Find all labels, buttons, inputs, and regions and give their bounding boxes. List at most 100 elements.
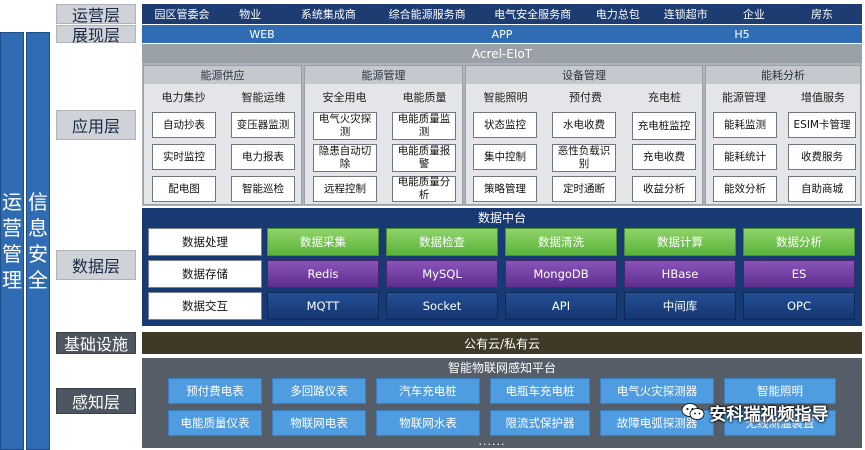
info-security-bar: 信息安全 xyxy=(26,32,50,450)
platform-title: Acrel-EIoT xyxy=(142,44,862,63)
app-col-title: 安全用电 xyxy=(322,91,367,104)
watermark: 安科瑞视频指导 xyxy=(644,400,864,425)
ops-item: 电气安全服务商 xyxy=(494,8,572,21)
sensor-device[interactable]: 多回路仪表 xyxy=(272,378,366,404)
info-security-label: 信息安全 xyxy=(28,190,48,292)
layer-label-zhanxian: 展现层 xyxy=(56,25,136,45)
app-item[interactable]: 恶性负载识别 xyxy=(552,144,616,172)
layer-label-shuju: 数据层 xyxy=(56,250,136,280)
app-item[interactable]: ESIM卡管理 xyxy=(788,112,856,138)
app-item[interactable]: 智能巡检 xyxy=(231,176,295,202)
app-item[interactable]: 自助商城 xyxy=(788,176,856,202)
app-item[interactable]: 状态监控 xyxy=(473,112,537,138)
show-item-web: WEB xyxy=(249,27,275,41)
data-row-label: 数据交互 xyxy=(148,292,262,320)
data-exchange-item[interactable]: Socket xyxy=(386,292,498,320)
sensor-device[interactable]: 智能照明 xyxy=(724,378,836,404)
ops-item: 连锁超市 xyxy=(663,8,708,21)
app-item[interactable]: 自动抄表 xyxy=(152,112,216,138)
app-col-title: 电力集抄 xyxy=(161,91,206,104)
app-group-energy-analysis: 能耗分析 能源管理 增值服务 能耗监测 能耗统计 能效分析 ESIM卡管理 收费… xyxy=(705,65,861,205)
app-item[interactable]: 电能质量分析 xyxy=(392,176,456,202)
show-item-app: APP xyxy=(491,27,513,41)
app-group-energy-management: 能源管理 安全用电 电能质量 电气火灾探测 隐患自动切除 远程控制 电能质量监测… xyxy=(304,65,463,205)
ops-management-label: 运营管理 xyxy=(2,190,22,292)
sensing-platform-title: 智能物联网感知平台 xyxy=(447,360,556,375)
sensor-device[interactable]: 电瓶车充电桩 xyxy=(490,378,590,404)
sensor-device[interactable]: 电能质量仪表 xyxy=(168,410,262,436)
sensor-device[interactable]: 电气火灾探测器 xyxy=(600,378,714,404)
data-storage-item[interactable]: MongoDB xyxy=(505,260,617,288)
sensor-device[interactable]: 预付费电表 xyxy=(168,378,262,404)
sensor-device[interactable]: 汽车充电桩 xyxy=(376,378,480,404)
data-storage-item[interactable]: ES xyxy=(743,260,855,288)
app-item[interactable]: 实时监控 xyxy=(152,144,216,170)
data-process-item[interactable]: 数据计算 xyxy=(624,228,736,256)
app-item[interactable]: 充电收费 xyxy=(632,144,696,170)
app-item[interactable]: 收费服务 xyxy=(788,144,856,170)
app-item[interactable]: 收益分析 xyxy=(632,176,696,202)
ops-item: 综合能源服务商 xyxy=(388,8,466,21)
show-item-h5: H5 xyxy=(734,27,750,41)
app-item[interactable]: 水电收费 xyxy=(552,112,616,138)
app-group-energy-supply: 能源供应 电力集抄 智能运维 自动抄表 实时监控 配电图 变压器监测 电力报表 … xyxy=(143,65,302,205)
app-col-title: 增值服务 xyxy=(801,91,845,104)
app-col-title: 充电桩 xyxy=(648,91,681,104)
app-col-title: 能源管理 xyxy=(722,91,766,104)
sensor-device[interactable]: 无线测温装置 xyxy=(724,410,836,436)
data-row-label: 数据存储 xyxy=(148,260,262,288)
app-item[interactable]: 电力报表 xyxy=(231,144,295,170)
data-exchange-item[interactable]: API xyxy=(505,292,617,320)
sensing-layer: 智能物联网感知平台 预付费电表 多回路仪表 汽车充电桩 电瓶车充电桩 电气火灾探… xyxy=(142,358,862,448)
data-storage-item[interactable]: Redis xyxy=(267,260,379,288)
app-item[interactable]: 隐患自动切除 xyxy=(313,144,377,172)
app-item[interactable]: 策略管理 xyxy=(473,176,537,202)
layer-label-yunying: 运营层 xyxy=(56,4,136,25)
app-item[interactable]: 能耗统计 xyxy=(713,144,777,170)
data-exchange-item[interactable]: MQTT xyxy=(267,292,379,320)
layer-label-yingyong: 应用层 xyxy=(56,110,136,140)
app-item[interactable]: 配电图 xyxy=(152,176,216,202)
watermark-text: 安科瑞视频指导 xyxy=(709,404,829,425)
ops-management-bar: 运营管理 xyxy=(0,32,24,450)
app-item[interactable]: 变压器监测 xyxy=(231,112,295,138)
app-item[interactable]: 定时通断 xyxy=(552,176,616,202)
app-item[interactable]: 远程控制 xyxy=(313,176,377,202)
data-process-item[interactable]: 数据采集 xyxy=(267,228,379,256)
app-item[interactable]: 电能质量报警 xyxy=(392,144,456,172)
data-process-item[interactable]: 数据分析 xyxy=(743,228,855,256)
app-group-device-management: 设备管理 智能照明 预付费 充电桩 状态监控 集中控制 策略管理 水电收费 恶性… xyxy=(465,65,703,205)
data-process-item[interactable]: 数据清洗 xyxy=(505,228,617,256)
data-exchange-item[interactable]: OPC xyxy=(743,292,855,320)
app-item[interactable]: 电气火灾探测 xyxy=(313,112,377,140)
more-dots: ...... xyxy=(478,434,506,448)
ops-row: 园区管委会 物业 系统集成商 综合能源服务商 电气安全服务商 电力总包 连锁超市… xyxy=(142,4,862,24)
wechat-icon xyxy=(681,403,704,420)
data-platform-title: 数据中台 xyxy=(477,210,526,225)
ops-item: 系统集成商 xyxy=(300,8,356,21)
data-storage-item[interactable]: HBase xyxy=(624,260,736,288)
app-col-title: 智能运维 xyxy=(241,91,286,104)
app-item[interactable]: 能效分析 xyxy=(713,176,777,202)
ops-item: 房东 xyxy=(810,8,833,21)
app-item[interactable]: 能耗监测 xyxy=(713,112,777,138)
app-item[interactable]: 充电桩监控 xyxy=(632,112,696,140)
sensor-device[interactable]: 限流式保护器 xyxy=(490,410,590,436)
ops-item: 物业 xyxy=(239,8,262,21)
sensor-device[interactable]: 物联网水表 xyxy=(376,410,480,436)
data-exchange-item[interactable]: 中间库 xyxy=(624,292,736,320)
ops-item: 园区管委会 xyxy=(154,8,210,21)
layer-label-ganzhi: 感知层 xyxy=(56,388,136,414)
data-process-item[interactable]: 数据检查 xyxy=(386,228,498,256)
ops-item: 企业 xyxy=(742,8,765,21)
app-item[interactable]: 电能质量监测 xyxy=(392,112,456,140)
data-storage-item[interactable]: MySQL xyxy=(386,260,498,288)
ops-item: 电力总包 xyxy=(595,8,640,21)
layer-label-jichu: 基础设施 xyxy=(56,332,136,354)
app-group-title: 能源管理 xyxy=(305,66,462,84)
application-layer: Acrel-EIoT 能源供应 电力集抄 智能运维 自动抄表 实时监控 配电图 … xyxy=(142,44,862,206)
app-item[interactable]: 集中控制 xyxy=(473,144,537,170)
app-group-title: 设备管理 xyxy=(466,66,702,84)
cloud-infrastructure: 公有云/私有云 xyxy=(142,332,862,354)
sensor-device[interactable]: 物联网电表 xyxy=(272,410,366,436)
